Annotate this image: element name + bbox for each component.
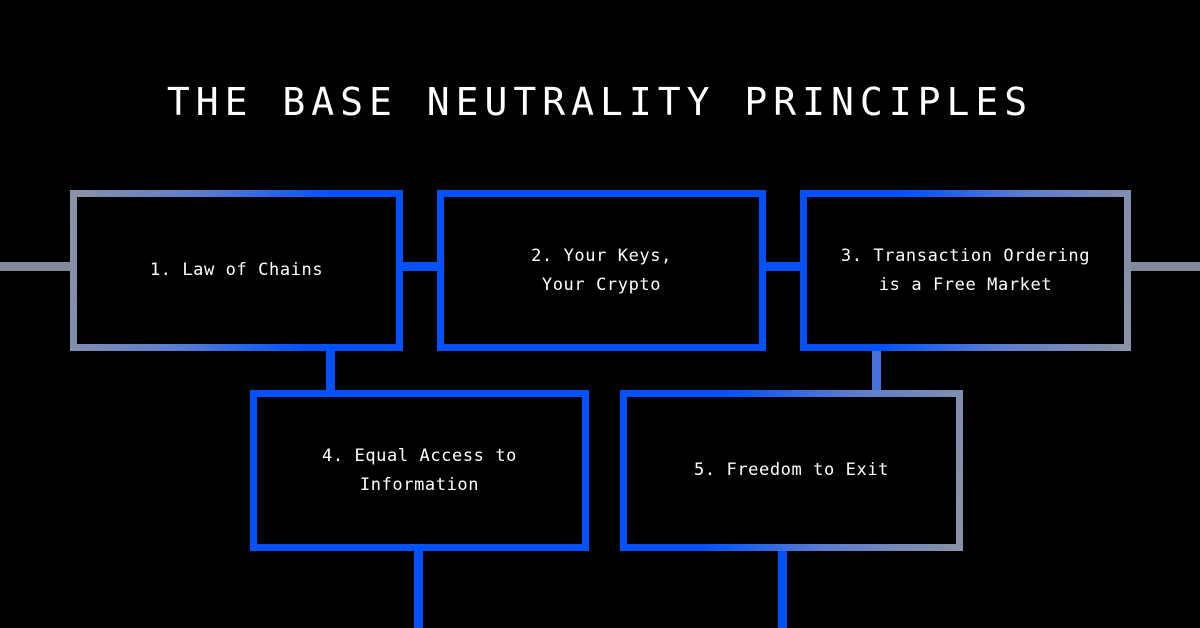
node-principle-5-body: 5. Freedom to Exit xyxy=(627,397,956,544)
node-principle-1-label: 1. Law of Chains xyxy=(149,260,324,280)
node-principle-4[interactable]: 4. Equal Access to Information xyxy=(250,390,589,551)
node-principle-3[interactable]: 3. Transaction Ordering is a Free Market xyxy=(800,190,1131,351)
node-principle-2-label: 2. Your Keys, Your Crypto xyxy=(531,245,672,295)
page-title: THE BASE NEUTRALITY PRINCIPLES xyxy=(166,80,1034,124)
node-principle-4-label: 4. Equal Access to Information xyxy=(321,445,518,495)
node-principle-5-label: 5. Freedom to Exit xyxy=(693,460,890,480)
node-principle-4-body: 4. Equal Access to Information xyxy=(257,397,582,544)
node-principle-3-label: 3. Transaction Ordering is a Free Market xyxy=(840,245,1091,295)
connector-link-3-to-5 xyxy=(872,344,881,396)
connector-edge-right-outflow xyxy=(1123,262,1200,271)
connector-drop-from-5 xyxy=(778,545,787,628)
node-principle-2-body: 2. Your Keys, Your Crypto xyxy=(444,197,759,344)
node-principle-1[interactable]: 1. Law of Chains xyxy=(70,190,403,351)
connector-drop-from-4 xyxy=(414,545,423,628)
connector-link-2-to-3 xyxy=(759,262,807,271)
node-principle-3-body: 3. Transaction Ordering is a Free Market xyxy=(807,197,1124,344)
connector-edge-left-inflow xyxy=(0,262,78,271)
node-principle-1-body: 1. Law of Chains xyxy=(77,197,396,344)
node-principle-5[interactable]: 5. Freedom to Exit xyxy=(620,390,963,551)
node-principle-2[interactable]: 2. Your Keys, Your Crypto xyxy=(437,190,766,351)
connector-link-1-to-4 xyxy=(326,344,335,396)
connector-link-1-to-2 xyxy=(396,262,444,271)
